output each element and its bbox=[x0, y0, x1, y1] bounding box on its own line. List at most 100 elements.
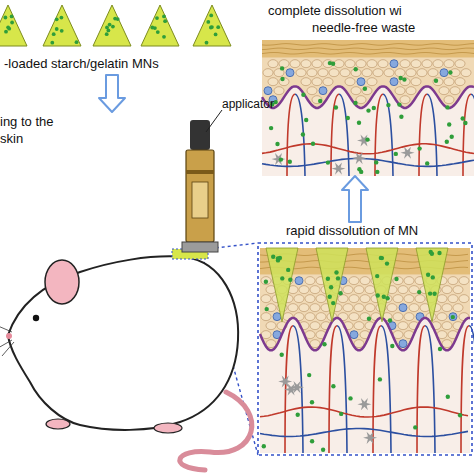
skin-cell bbox=[279, 78, 289, 86]
drug-particle bbox=[353, 101, 357, 105]
drug-particle bbox=[286, 268, 290, 272]
drug-particle bbox=[280, 353, 284, 357]
drug-particle bbox=[447, 122, 451, 126]
dendritic-cell bbox=[284, 383, 298, 395]
immune-cell bbox=[440, 69, 448, 77]
skin-cell bbox=[345, 78, 355, 86]
drug-particle bbox=[390, 344, 394, 348]
immune-cell bbox=[399, 304, 407, 312]
skin-cell bbox=[433, 78, 443, 86]
drug-particle bbox=[216, 25, 220, 29]
drug-particle bbox=[279, 157, 283, 161]
drug-particle bbox=[379, 256, 383, 260]
drug-particle bbox=[6, 25, 10, 29]
drug-particle bbox=[310, 400, 314, 404]
skin-cell bbox=[266, 322, 276, 330]
dendritic-cell bbox=[357, 398, 371, 410]
applicator-body bbox=[186, 150, 214, 242]
skin-cell bbox=[316, 295, 326, 303]
skin-cell bbox=[393, 295, 403, 303]
skin-cell bbox=[301, 60, 311, 68]
skin-cell bbox=[301, 78, 311, 86]
drug-particle bbox=[446, 395, 450, 399]
skin-cell bbox=[453, 286, 463, 294]
drug-particle bbox=[374, 160, 378, 164]
skin-cell bbox=[362, 69, 372, 77]
drug-particle bbox=[288, 160, 292, 164]
dendritic-cell bbox=[357, 135, 371, 147]
skin-cell bbox=[453, 304, 463, 312]
skin-cell bbox=[398, 322, 408, 330]
dendritic-cell bbox=[332, 163, 346, 175]
blood-vessel bbox=[373, 326, 381, 453]
drug-particle bbox=[425, 161, 429, 165]
flow-arrow bbox=[99, 75, 125, 112]
drug-particle bbox=[209, 26, 213, 30]
drug-particle bbox=[321, 448, 325, 452]
skin-cell bbox=[268, 78, 278, 86]
skin-cell bbox=[450, 87, 460, 95]
skin-cell bbox=[384, 69, 394, 77]
skin-cell bbox=[455, 60, 465, 68]
blood-vessel bbox=[329, 326, 337, 453]
drug-particle bbox=[280, 66, 284, 70]
drug-particle bbox=[322, 342, 326, 346]
skin-cell bbox=[444, 96, 454, 104]
panel-caption: ing to the bbox=[0, 114, 54, 129]
skin-cell bbox=[261, 295, 271, 303]
drug-particle bbox=[397, 102, 401, 106]
drug-particle bbox=[269, 126, 273, 130]
microneedle-array bbox=[0, 5, 231, 46]
skin-cell bbox=[323, 78, 333, 86]
drug-particle bbox=[296, 413, 300, 417]
drug-particle bbox=[156, 30, 160, 34]
mouse-whiskers bbox=[0, 326, 14, 356]
skin-cell bbox=[305, 295, 315, 303]
skin-cell bbox=[444, 78, 454, 86]
drug-particle bbox=[4, 16, 8, 20]
dermis bbox=[262, 40, 474, 176]
immune-cell bbox=[357, 78, 365, 86]
immune-cell bbox=[399, 340, 407, 348]
skin-cell bbox=[299, 304, 309, 312]
mouse-illustration bbox=[0, 249, 252, 470]
drug-particle bbox=[339, 412, 343, 416]
blood-vessel bbox=[260, 429, 468, 437]
microneedle bbox=[193, 5, 231, 46]
skin-cell bbox=[354, 304, 364, 312]
skin-cell bbox=[345, 60, 355, 68]
drug-particle bbox=[417, 290, 421, 294]
applicator-device bbox=[182, 110, 222, 252]
skin-cell bbox=[310, 286, 320, 294]
skin-cell bbox=[290, 60, 300, 68]
drug-particle bbox=[301, 132, 305, 136]
skin-cell bbox=[274, 87, 284, 95]
drug-particle bbox=[372, 106, 376, 110]
microneedle bbox=[43, 5, 81, 46]
figure-panel: rapid dissolution of MN bbox=[256, 222, 474, 458]
drug-particle bbox=[463, 121, 467, 125]
drug-particle bbox=[461, 116, 465, 120]
drug-particle bbox=[304, 118, 308, 122]
drug-particle bbox=[359, 170, 363, 174]
skin-cell bbox=[338, 295, 348, 303]
skin-cell bbox=[312, 60, 322, 68]
drug-particle bbox=[280, 276, 284, 280]
blood-vessel bbox=[287, 94, 295, 176]
dissolving-microneedle bbox=[416, 248, 448, 322]
mouse-eye bbox=[33, 315, 39, 321]
flow-arrow bbox=[342, 176, 368, 222]
drug-particle bbox=[334, 270, 338, 274]
drug-particle bbox=[376, 293, 380, 297]
drug-particle bbox=[278, 256, 282, 260]
drug-particle bbox=[301, 93, 305, 97]
microneedle bbox=[0, 5, 27, 46]
drug-particle bbox=[458, 413, 462, 417]
drug-particle bbox=[206, 20, 210, 24]
blood-vessel bbox=[331, 94, 339, 176]
blood-vessel bbox=[375, 94, 383, 176]
skin-section bbox=[262, 40, 474, 176]
skin-cell bbox=[400, 96, 410, 104]
stratum-line bbox=[262, 53, 474, 55]
drug-particle bbox=[380, 256, 384, 260]
